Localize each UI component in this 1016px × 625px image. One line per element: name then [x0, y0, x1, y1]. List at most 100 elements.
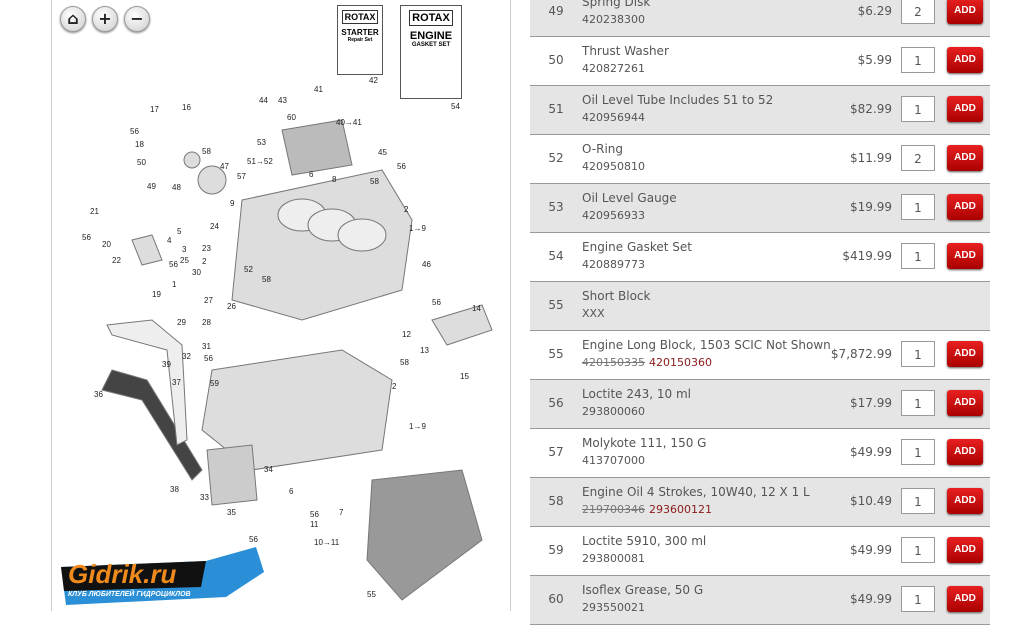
engine-gasket-set-card[interactable]: ROTAX ENGINE GASKET SET [400, 5, 462, 99]
callout-label[interactable]: 58 [370, 177, 379, 186]
callout-label[interactable]: 57 [237, 172, 246, 181]
callout-label[interactable]: 16 [182, 103, 191, 112]
quantity-input[interactable]: 1 [901, 586, 935, 612]
callout-label[interactable]: 19 [152, 290, 161, 299]
callout-label[interactable]: 38 [170, 485, 179, 494]
home-button[interactable]: ⌂ [60, 6, 86, 32]
callout-label[interactable]: 43 [278, 96, 287, 105]
callout-label[interactable]: 2 [202, 257, 207, 266]
callout-label[interactable]: 33 [200, 493, 209, 502]
callout-label[interactable]: 50 [137, 158, 146, 167]
callout-label[interactable]: 39 [162, 360, 171, 369]
callout-label[interactable]: 56 [130, 127, 139, 136]
callout-label[interactable]: 13 [420, 346, 429, 355]
add-to-cart-button[interactable]: ADD [947, 537, 983, 563]
callout-label[interactable]: 8 [332, 175, 337, 184]
callout-label[interactable]: 25 [180, 256, 189, 265]
callout-label[interactable]: 1→9 [409, 422, 426, 431]
callout-label[interactable]: 6 [289, 487, 294, 496]
quantity-input[interactable]: 1 [901, 341, 935, 367]
callout-label[interactable]: 15 [460, 372, 469, 381]
callout-label[interactable]: 37 [172, 378, 181, 387]
callout-label[interactable]: 7 [339, 508, 344, 517]
callout-label[interactable]: 9 [230, 199, 235, 208]
callout-label[interactable]: 6 [309, 170, 314, 179]
callout-label[interactable]: 26 [227, 302, 236, 311]
callout-label[interactable]: 53 [257, 138, 266, 147]
add-to-cart-button[interactable]: ADD [947, 586, 983, 612]
add-to-cart-button[interactable]: ADD [947, 47, 983, 73]
callout-label[interactable]: 40→41 [336, 118, 362, 127]
add-to-cart-button[interactable]: ADD [947, 390, 983, 416]
add-to-cart-button[interactable]: ADD [947, 439, 983, 465]
quantity-input[interactable]: 1 [901, 439, 935, 465]
add-to-cart-button[interactable]: ADD [947, 145, 983, 171]
callout-label[interactable]: 18 [135, 140, 144, 149]
callout-label[interactable]: 48 [172, 183, 181, 192]
callout-label[interactable]: 17 [150, 105, 159, 114]
callout-label[interactable]: 14 [472, 304, 481, 313]
callout-label[interactable]: 31 [202, 342, 211, 351]
add-to-cart-button[interactable]: ADD [947, 341, 983, 367]
callout-label[interactable]: 36 [94, 390, 103, 399]
callout-label[interactable]: 3 [182, 245, 187, 254]
callout-label[interactable]: 30 [192, 268, 201, 277]
parts-diagram[interactable]: ⌂ + − ROTAX STARTER Repair Set 42 ROTAX … [51, 0, 511, 611]
quantity-input[interactable]: 1 [901, 243, 935, 269]
callout-label[interactable]: 11 [310, 520, 319, 529]
callout-label[interactable]: 34 [264, 465, 273, 474]
callout-label[interactable]: 20 [102, 240, 111, 249]
quantity-input[interactable]: 1 [901, 47, 935, 73]
callout-label[interactable]: 2 [392, 382, 397, 391]
callout-label[interactable]: 1 [172, 280, 177, 289]
callout-label[interactable]: 56 [169, 260, 178, 269]
quantity-input[interactable]: 2 [901, 0, 935, 24]
callout-label[interactable]: 28 [202, 318, 211, 327]
callout-label[interactable]: 56 [249, 535, 258, 544]
quantity-input[interactable]: 2 [901, 145, 935, 171]
callout-label[interactable]: 56 [432, 298, 441, 307]
callout-label[interactable]: 60 [287, 113, 296, 122]
callout-label[interactable]: 56 [397, 162, 406, 171]
add-to-cart-button[interactable]: ADD [947, 194, 983, 220]
quantity-input[interactable]: 1 [901, 96, 935, 122]
callout-label[interactable]: 55 [367, 590, 376, 599]
callout-label[interactable]: 56 [204, 354, 213, 363]
quantity-input[interactable]: 1 [901, 537, 935, 563]
add-to-cart-button[interactable]: ADD [947, 96, 983, 122]
callout-label[interactable]: 1→9 [409, 224, 426, 233]
callout-label[interactable]: 41 [314, 85, 323, 94]
callout-label[interactable]: 32 [182, 352, 191, 361]
callout-label[interactable]: 49 [147, 182, 156, 191]
callout-label[interactable]: 56 [310, 510, 319, 519]
add-to-cart-button[interactable]: ADD [947, 0, 983, 24]
callout-label[interactable]: 59 [210, 379, 219, 388]
callout-label[interactable]: 58 [262, 275, 271, 284]
quantity-input[interactable]: 1 [901, 194, 935, 220]
callout-label[interactable]: 4 [167, 236, 172, 245]
callout-label[interactable]: 10→11 [314, 538, 340, 547]
callout-label[interactable]: 35 [227, 508, 236, 517]
callout-label[interactable]: 22 [112, 256, 121, 265]
callout-label[interactable]: 52 [244, 265, 253, 274]
quantity-input[interactable]: 1 [901, 488, 935, 514]
starter-repair-set-card[interactable]: ROTAX STARTER Repair Set [337, 5, 383, 75]
callout-label[interactable]: 58 [400, 358, 409, 367]
callout-label[interactable]: 29 [177, 318, 186, 327]
callout-label[interactable]: 21 [90, 207, 99, 216]
callout-label[interactable]: 44 [259, 96, 268, 105]
callout-label[interactable]: 45 [378, 148, 387, 157]
callout-label[interactable]: 58 [202, 147, 211, 156]
quantity-input[interactable]: 1 [901, 390, 935, 416]
callout-label[interactable]: 47 [220, 162, 229, 171]
callout-label[interactable]: 23 [202, 244, 211, 253]
callout-label[interactable]: 5 [177, 227, 182, 236]
callout-label[interactable]: 56 [82, 233, 91, 242]
add-to-cart-button[interactable]: ADD [947, 488, 983, 514]
callout-label[interactable]: 2 [404, 205, 409, 214]
callout-label[interactable]: 24 [210, 222, 219, 231]
callout-label[interactable]: 46 [422, 260, 431, 269]
callout-label[interactable]: 27 [204, 296, 213, 305]
callout-label[interactable]: 51→52 [247, 157, 273, 166]
callout-label[interactable]: 12 [402, 330, 411, 339]
